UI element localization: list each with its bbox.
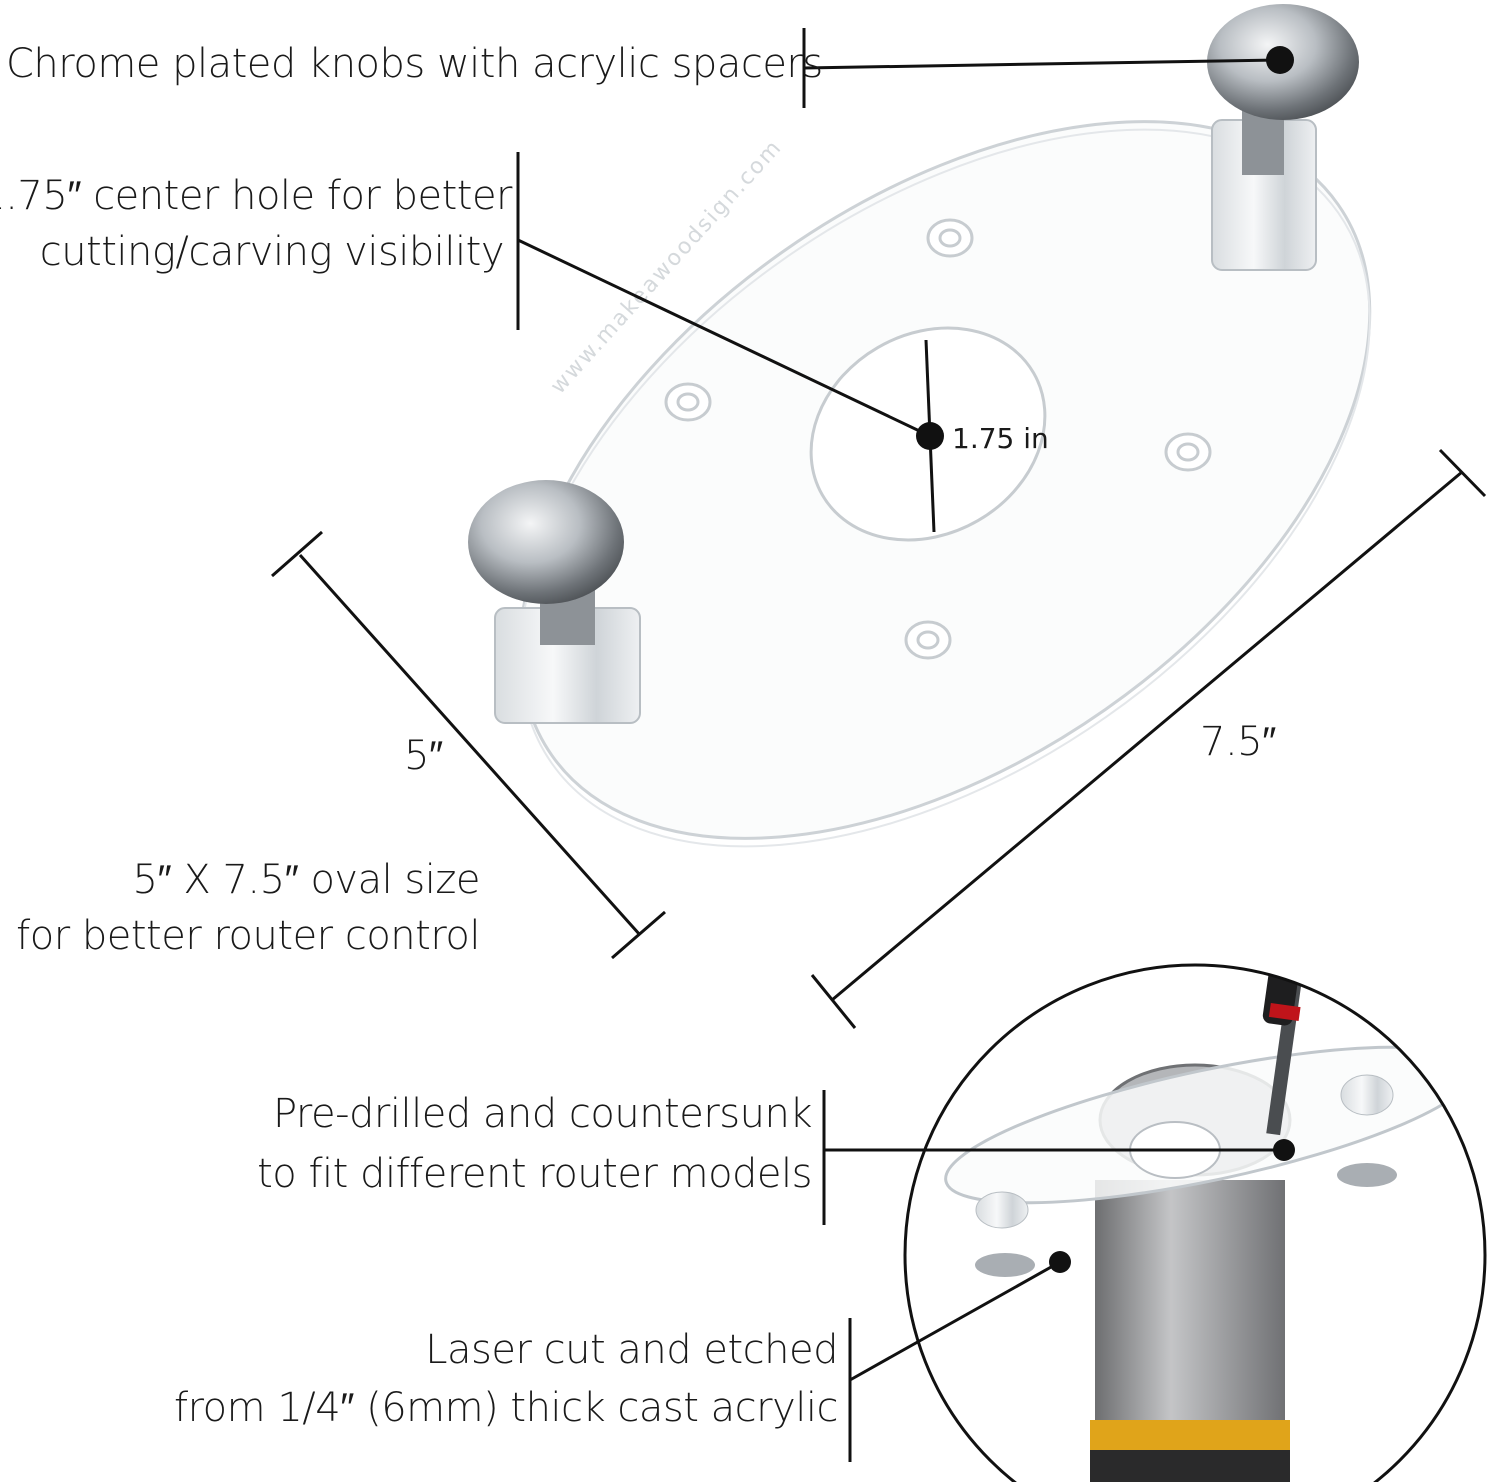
dimension-length-line (810, 448, 1487, 1029)
knobs-callout-text: Chrome plated knobs with acrylic spacers (6, 41, 823, 87)
knob-bottom-left (468, 480, 641, 724)
center-hole-callout-line1: 1.75″ center hole for better (0, 173, 512, 219)
laser-callout-line1: Laser cut and etched (425, 1327, 838, 1373)
oval-callout-line1: 5″ X 7.5″ oval size (132, 857, 481, 903)
length-dimension-label: 7.5″ (1200, 719, 1276, 765)
predrilled-callout-line2: to fit different router models (257, 1151, 812, 1197)
callout-laser-line (848, 1251, 1071, 1462)
center-hole-callout-line2: cutting/carving visibility (39, 229, 505, 275)
predrilled-callout-line1: Pre-drilled and countersunk (273, 1091, 813, 1137)
callout-knobs-line (802, 28, 1294, 108)
width-dimension-label: 5″ (404, 733, 443, 779)
hole-dimension-label: 1.75 in (952, 422, 1049, 455)
router-inset (903, 963, 1487, 1482)
oval-callout-line2: for better router control (16, 913, 480, 959)
callout-predrilled-line (822, 1090, 1295, 1225)
dimension-width-line (271, 530, 666, 960)
laser-callout-line2: from 1/4″ (6mm) thick cast acrylic (174, 1385, 838, 1431)
callout-center-hole-line (516, 152, 944, 533)
mounting-holes (664, 218, 1212, 660)
knob-top-right (1207, 4, 1359, 271)
